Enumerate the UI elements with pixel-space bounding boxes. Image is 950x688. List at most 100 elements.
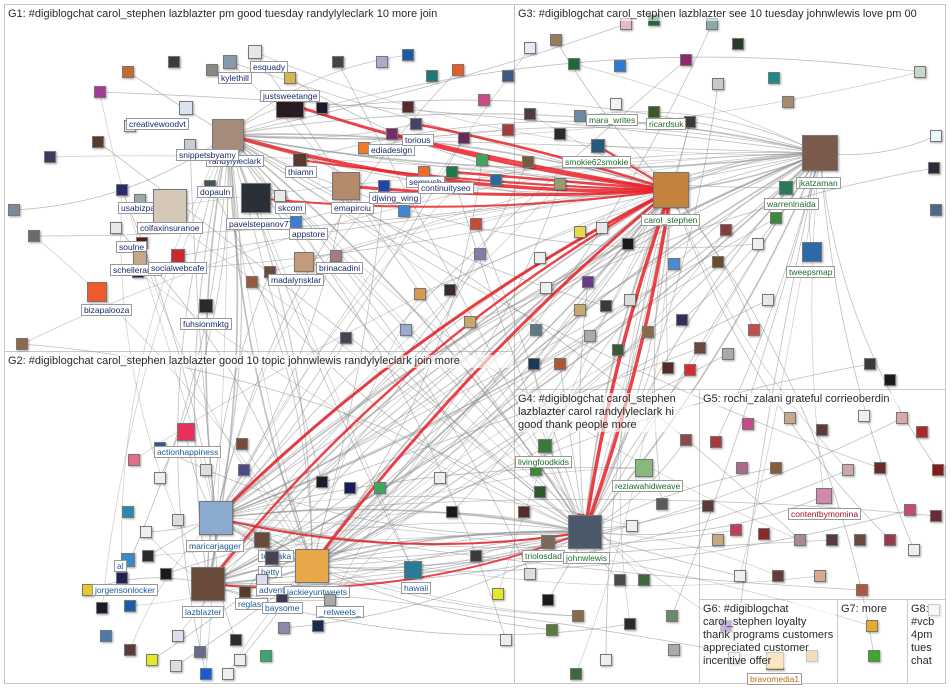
avatar-node[interactable] [612,344,624,356]
avatar-node[interactable] [518,506,530,518]
avatar-node-triolosdad[interactable] [541,535,555,549]
avatar-node-warrenlnaida[interactable] [779,181,793,195]
avatar-node[interactable] [524,42,536,54]
avatar-node[interactable] [930,130,942,142]
avatar-node[interactable] [712,534,724,546]
avatar-node[interactable] [676,314,688,326]
avatar-node[interactable] [312,620,324,632]
avatar-node[interactable] [530,324,542,336]
avatar-node[interactable] [550,34,562,46]
avatar-node[interactable] [476,154,488,166]
avatar-node[interactable] [930,510,942,522]
avatar-node[interactable] [16,338,28,350]
avatar-node[interactable] [414,288,426,300]
avatar-node[interactable] [772,570,784,582]
avatar-node-jorgensonlocker[interactable] [116,572,128,584]
avatar-node[interactable] [684,364,696,376]
avatar-node[interactable] [596,222,608,234]
avatar-node[interactable] [194,646,206,658]
avatar-node[interactable] [702,500,714,512]
avatar-node-djwing-wing[interactable] [378,180,390,192]
avatar-node[interactable] [374,482,386,494]
avatar-node[interactable] [534,252,546,264]
avatar-node[interactable] [568,58,580,70]
avatar-node[interactable] [140,526,152,538]
avatar-node-smokie62smokie[interactable] [591,139,605,153]
avatar-node[interactable] [712,78,724,90]
avatar-node[interactable] [904,504,916,516]
avatar-node[interactable] [722,348,734,360]
avatar-node-johnwlewis[interactable] [568,515,602,549]
avatar-node[interactable] [874,462,886,474]
avatar-node-betty[interactable] [265,551,279,565]
avatar-node[interactable] [770,212,782,224]
avatar-node[interactable] [570,668,582,680]
avatar-node[interactable] [856,584,868,596]
avatar-node[interactable] [142,550,154,562]
avatar-node[interactable] [600,654,612,666]
avatar-node[interactable] [110,222,122,234]
avatar-node[interactable] [200,668,212,680]
avatar-node[interactable] [626,520,638,532]
avatar-node-madalynsklar[interactable] [294,252,314,272]
avatar-node[interactable] [278,622,290,634]
avatar-node[interactable] [854,534,866,546]
avatar-node[interactable] [524,108,536,120]
avatar-node-appstore[interactable] [290,216,302,228]
avatar-node[interactable] [930,204,942,216]
avatar-node[interactable] [784,412,796,424]
avatar-node[interactable] [170,660,182,672]
avatar-node[interactable] [92,136,104,148]
avatar-node[interactable] [752,238,764,250]
avatar-node-fuhsionmktg[interactable] [199,299,213,313]
avatar-node[interactable] [524,568,536,580]
avatar-node-randylyleclark[interactable] [212,119,244,151]
avatar-node[interactable] [160,568,172,580]
avatar-node[interactable] [172,514,184,526]
avatar-node[interactable] [426,70,438,82]
avatar-node[interactable] [668,644,680,656]
avatar-node[interactable] [668,258,680,270]
avatar-node[interactable] [96,602,108,614]
avatar-node-jackieyuntweets[interactable] [295,549,329,583]
avatar-node[interactable] [770,462,782,474]
avatar-node[interactable] [234,654,246,666]
avatar-node[interactable] [500,634,512,646]
avatar-node[interactable] [794,534,806,546]
avatar-node[interactable] [768,72,780,84]
avatar-node-emapirciu[interactable] [332,172,360,200]
avatar-node[interactable] [782,96,794,108]
avatar-node[interactable] [680,54,692,66]
avatar-node-mara-writes[interactable] [610,98,622,110]
avatar-node[interactable] [502,124,514,136]
avatar-node[interactable] [866,620,878,632]
avatar-node-bizapalooza[interactable] [87,282,107,302]
avatar-node-hawaii[interactable] [404,561,422,579]
avatar-node[interactable] [656,498,668,510]
avatar-node[interactable] [124,644,136,656]
avatar-node[interactable] [470,550,482,562]
avatar-node[interactable] [122,506,134,518]
avatar-node[interactable] [554,128,566,140]
avatar-node-maricarjagger[interactable] [199,501,233,535]
avatar-node[interactable] [574,226,586,238]
avatar-node[interactable] [458,132,470,144]
avatar-node[interactable] [748,324,760,336]
avatar-node[interactable] [914,66,926,78]
avatar-node[interactable] [116,184,128,196]
avatar-node[interactable] [932,464,944,476]
avatar-node[interactable] [446,506,458,518]
avatar-node[interactable] [712,256,724,268]
avatar-node[interactable] [762,294,774,306]
avatar-node[interactable] [584,330,596,342]
avatar-node[interactable] [864,358,876,370]
avatar-node[interactable] [222,668,234,680]
avatar-node[interactable] [332,56,344,68]
avatar-node[interactable] [732,38,744,50]
avatar-node-schellerandra[interactable] [133,251,147,265]
avatar-node[interactable] [730,524,742,536]
avatar-node[interactable] [642,326,654,338]
avatar-node[interactable] [574,110,586,122]
avatar-node[interactable] [236,438,248,450]
avatar-node[interactable] [124,600,136,612]
